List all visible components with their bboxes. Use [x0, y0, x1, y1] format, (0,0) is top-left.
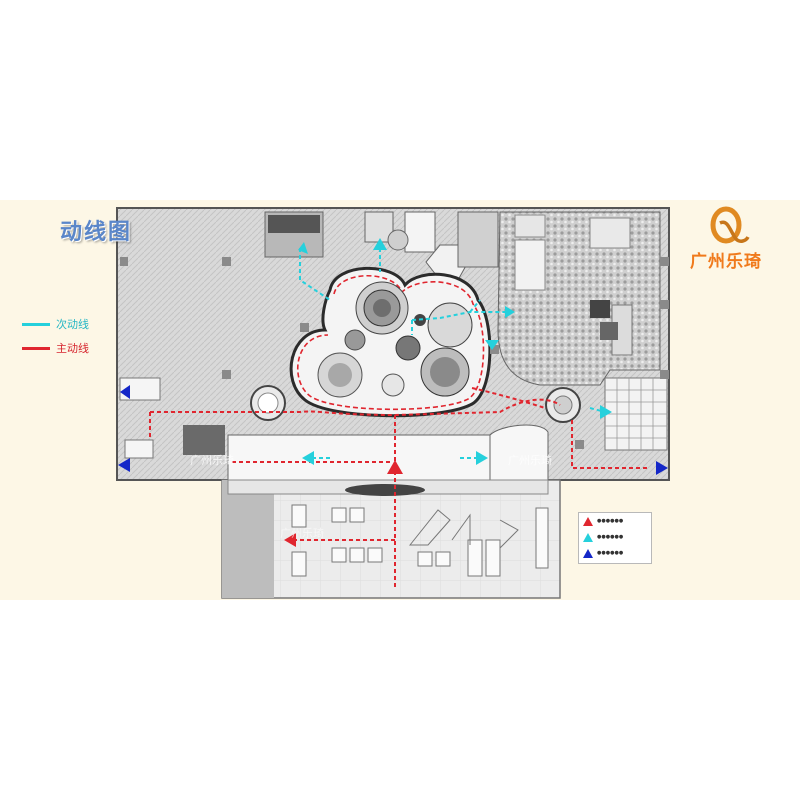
cyan-triangle-icon — [583, 532, 593, 542]
logo-icon — [710, 206, 750, 244]
brand-logo: 广州乐琦 — [676, 205, 776, 273]
marker-legend-label: ●●●●●● — [597, 534, 624, 540]
watermark: 广州乐琦 — [280, 527, 324, 540]
legend-main-route: 主动线 — [22, 340, 89, 356]
secondary-route — [299, 248, 606, 459]
blue-triangle-icon — [583, 548, 593, 558]
exit-markers — [118, 385, 668, 475]
marker-legend-label: ●●●●●● — [597, 518, 624, 524]
secondary-route-arrows — [298, 238, 612, 465]
legend-label: 次动线 — [56, 318, 89, 331]
page-title: 动线图 — [60, 220, 133, 245]
reception-corridor — [227, 434, 491, 484]
legend-line-icon — [22, 322, 50, 326]
main-route-arrows — [284, 460, 403, 547]
marker-legend-label: ●●●●●● — [597, 550, 624, 556]
legend-secondary-route: 次动线 — [22, 316, 89, 332]
marker-legend-item: ●●●●●● — [579, 513, 651, 529]
legend-label: 主动线 — [56, 342, 89, 355]
marker-legend: ●●●●●● ●●●●●● ●●●●●● — [578, 512, 652, 564]
legend-line-icon — [22, 346, 50, 350]
marker-legend-item: ●●●●●● — [579, 529, 651, 545]
red-triangle-icon — [583, 516, 593, 526]
ball-pit-area — [497, 211, 661, 386]
logo-text: 广州乐琦 — [690, 252, 762, 272]
watermark: 广州乐琦 — [508, 454, 552, 467]
marker-legend-item: ●●●●●● — [579, 545, 651, 561]
watermark: 广州乐琦 — [190, 454, 234, 467]
